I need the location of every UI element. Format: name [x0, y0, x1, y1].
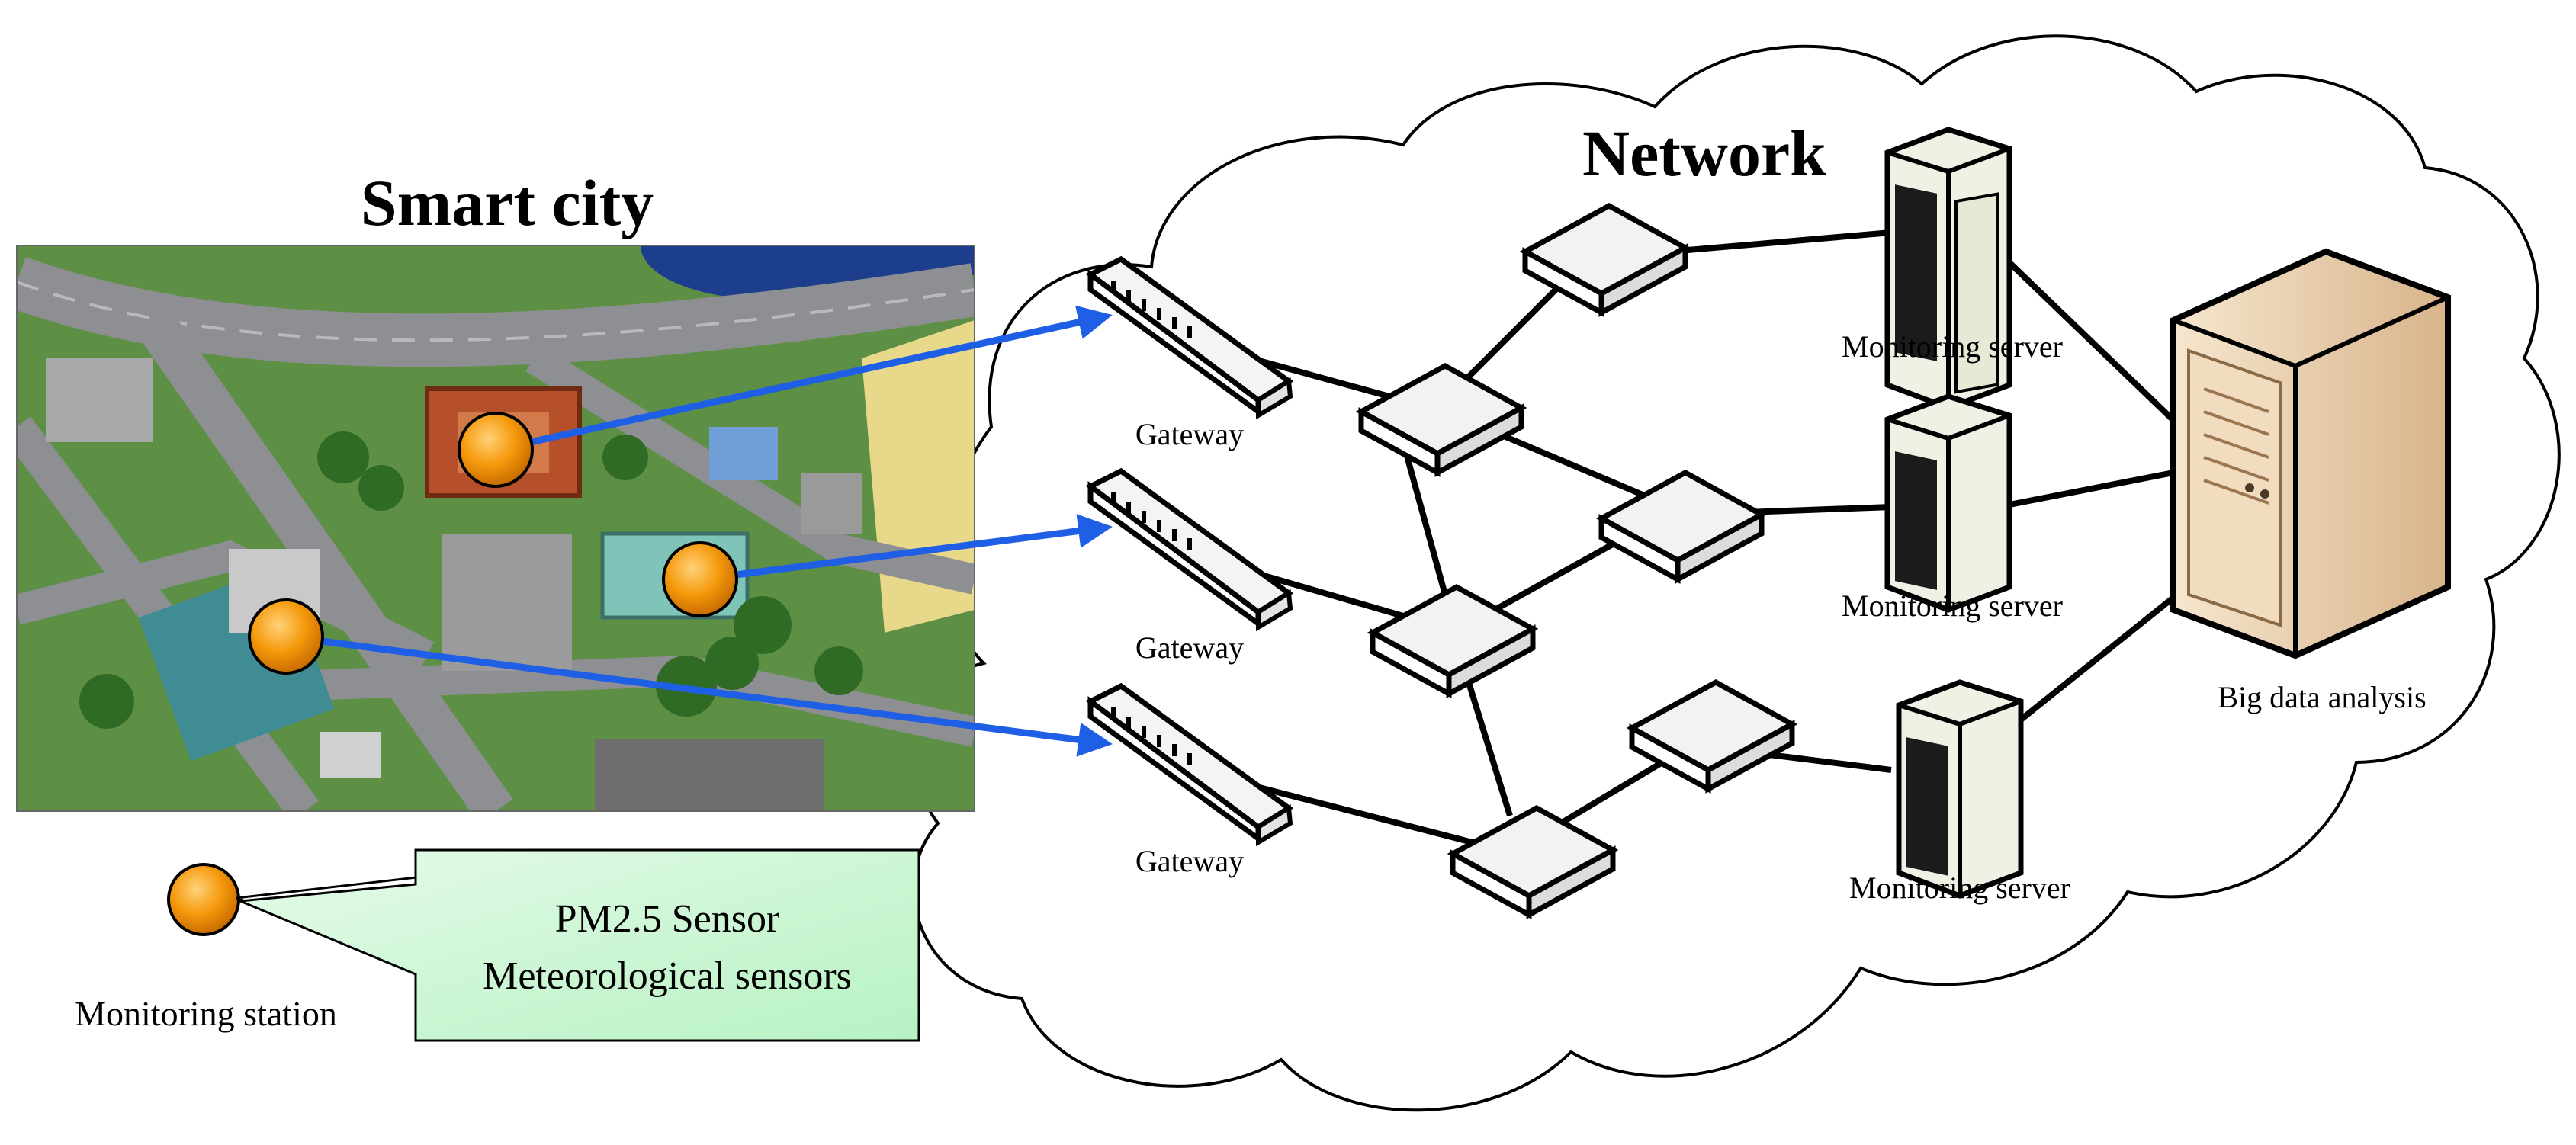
big-data-label: Big data analysis: [2218, 680, 2426, 714]
network-title: Network: [1582, 117, 1826, 190]
legend-station-label: Monitoring station: [75, 994, 337, 1033]
network-links: [1249, 229, 2199, 849]
gateway-1: [1085, 255, 1294, 420]
smart-city-map-border: [16, 245, 975, 812]
link-s1-big: [1996, 249, 2199, 444]
gateway-label-1: Gateway: [1135, 417, 1244, 451]
arrow-station1-gw1: [495, 305, 1113, 454]
link-r1-r2: [1400, 441, 1448, 596]
monitoring-station-marker-1: [458, 412, 534, 488]
arrow-station2-gw2: [699, 514, 1113, 583]
monitoring-station-marker-2: [662, 541, 738, 617]
sensor-callout-box: [239, 848, 920, 1042]
monitoring-server-label-2: Monitoring server: [1842, 589, 2063, 623]
monitoring-station-marker-3: [248, 598, 324, 675]
router-5: [1595, 470, 1768, 584]
network-cloud: [912, 34, 2561, 1112]
link-r2-r5: [1493, 531, 1633, 613]
arrow-station3-gw3: [285, 633, 1113, 757]
link-gw2-r2: [1249, 569, 1405, 619]
monitoring-server-1: [1884, 127, 2012, 411]
gateway-3: [1085, 682, 1294, 847]
router-6: [1626, 679, 1798, 794]
monitoring-server-3: [1896, 679, 2024, 899]
link-r1-r4: [1462, 272, 1573, 383]
big-data-server: [2170, 248, 2451, 659]
gateway-label-3: Gateway: [1135, 844, 1244, 878]
router-3: [1447, 805, 1619, 919]
link-gw1-r1: [1249, 355, 1405, 403]
router-4: [1519, 203, 1691, 317]
sensor-arrows: [285, 305, 1113, 757]
link-s3-big: [2003, 576, 2199, 735]
gateway-label-2: Gateway: [1135, 630, 1244, 665]
router-1: [1355, 363, 1527, 477]
smart-city-title: Smart city: [361, 166, 654, 239]
callout-line-1: PM2.5 Sensor: [555, 897, 780, 941]
monitoring-server-label-1: Monitoring server: [1842, 329, 2063, 364]
legend-station-icon: [167, 863, 240, 936]
link-s2-big: [1997, 470, 2174, 510]
callout-line-2: Meteorological sensors: [483, 954, 852, 998]
link-gw3-r3: [1250, 782, 1488, 849]
gateway-2: [1085, 467, 1294, 632]
link-r3-r6: [1546, 759, 1665, 834]
legend: PM2.5 Sensor Meteorological sensors Moni…: [75, 848, 920, 1042]
link-r6-s3: [1768, 752, 1892, 773]
router-2: [1367, 584, 1539, 698]
link-r4-s1: [1669, 229, 1892, 255]
link-r5-s2: [1746, 504, 1892, 515]
monitoring-server-label-3: Monitoring server: [1849, 871, 2070, 905]
smart-city-map: [17, 245, 975, 811]
monitoring-server-2: [1884, 393, 2012, 613]
